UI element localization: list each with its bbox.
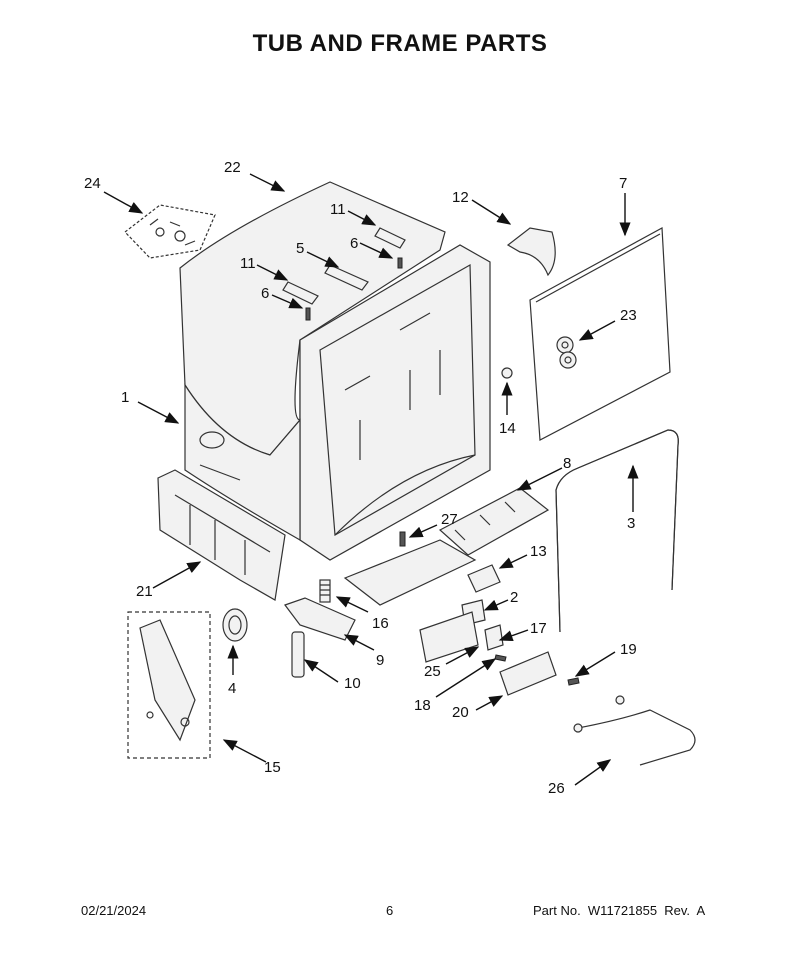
footer-date: 02/21/2024 — [81, 903, 147, 918]
callout-12: 12 — [452, 189, 469, 206]
part-12-hinge-arm[interactable] — [506, 227, 556, 277]
footer-page-number: 6 — [386, 903, 394, 918]
part-base-pan[interactable] — [343, 539, 477, 606]
part-24-install-kit[interactable] — [124, 204, 216, 259]
callout-15: 15 — [264, 759, 281, 776]
leader-arrows — [103, 173, 639, 786]
part-20-junction-box[interactable] — [499, 651, 557, 696]
callout-6-left: 6 — [261, 285, 269, 302]
part-6-screw-left[interactable] — [305, 307, 311, 321]
callout-25: 25 — [424, 663, 441, 680]
callout-3: 3 — [627, 515, 635, 532]
part-7-door-gasket[interactable] — [529, 227, 671, 441]
callout-8: 8 — [563, 455, 571, 472]
callout-2: 2 — [510, 589, 518, 606]
part-11-hinge-bracket-right[interactable] — [374, 227, 406, 249]
callout-24: 24 — [84, 175, 101, 192]
part-10-hose[interactable] — [291, 631, 305, 678]
callout-5: 5 — [296, 240, 304, 257]
part-8-base-rail[interactable] — [438, 487, 550, 556]
callout-18: 18 — [414, 697, 431, 714]
part-17-clip[interactable] — [484, 624, 504, 651]
callout-4: 4 — [228, 680, 236, 697]
callout-13: 13 — [530, 543, 547, 560]
callout-9: 9 — [376, 652, 384, 669]
part-21-front-frame[interactable] — [157, 469, 286, 601]
part-9-bracket[interactable] — [284, 597, 356, 641]
part-15-panel-kit[interactable] — [127, 611, 211, 759]
part-4-wheel[interactable] — [222, 608, 248, 642]
part-14-plug[interactable] — [501, 367, 513, 379]
part-6-screw-right[interactable] — [397, 257, 403, 269]
part-11-hinge-bracket-left[interactable] — [282, 281, 319, 305]
page-title: TUB AND FRAME PARTS — [252, 30, 548, 57]
part-16-leveling-leg[interactable] — [319, 579, 331, 603]
part-23-fitting[interactable] — [556, 336, 577, 369]
part-27-screw[interactable] — [399, 531, 406, 547]
part-25-cover[interactable] — [419, 611, 479, 663]
callout-22: 22 — [224, 159, 241, 176]
callout-1: 1 — [121, 389, 129, 406]
footer-part-number: Part No. W11721855 Rev. A — [533, 903, 706, 918]
callout-14: 14 — [499, 420, 516, 437]
callout-19: 19 — [620, 641, 637, 658]
callout-27: 27 — [441, 511, 458, 528]
callout-7: 7 — [619, 175, 627, 192]
callout-17: 17 — [530, 620, 547, 637]
part-19-screw[interactable] — [567, 677, 580, 686]
part-3-door-seal[interactable] — [555, 429, 679, 633]
part-5-hinge-plate[interactable] — [324, 264, 369, 291]
callout-11-left: 11 — [240, 255, 256, 272]
callout-10: 10 — [344, 675, 361, 692]
callout-21: 21 — [136, 583, 153, 600]
callout-6-right: 6 — [350, 235, 358, 252]
callout-16: 16 — [372, 615, 389, 632]
part-18-screw[interactable] — [494, 654, 507, 662]
callout-26: 26 — [548, 780, 565, 797]
callout-11-right: 11 — [330, 201, 346, 218]
part-13-bracket[interactable] — [467, 564, 501, 593]
part-26-wire-harness[interactable] — [573, 695, 696, 766]
part-1-tub-assembly[interactable] — [184, 244, 491, 561]
callout-20: 20 — [452, 704, 469, 721]
callout-23: 23 — [620, 307, 637, 324]
